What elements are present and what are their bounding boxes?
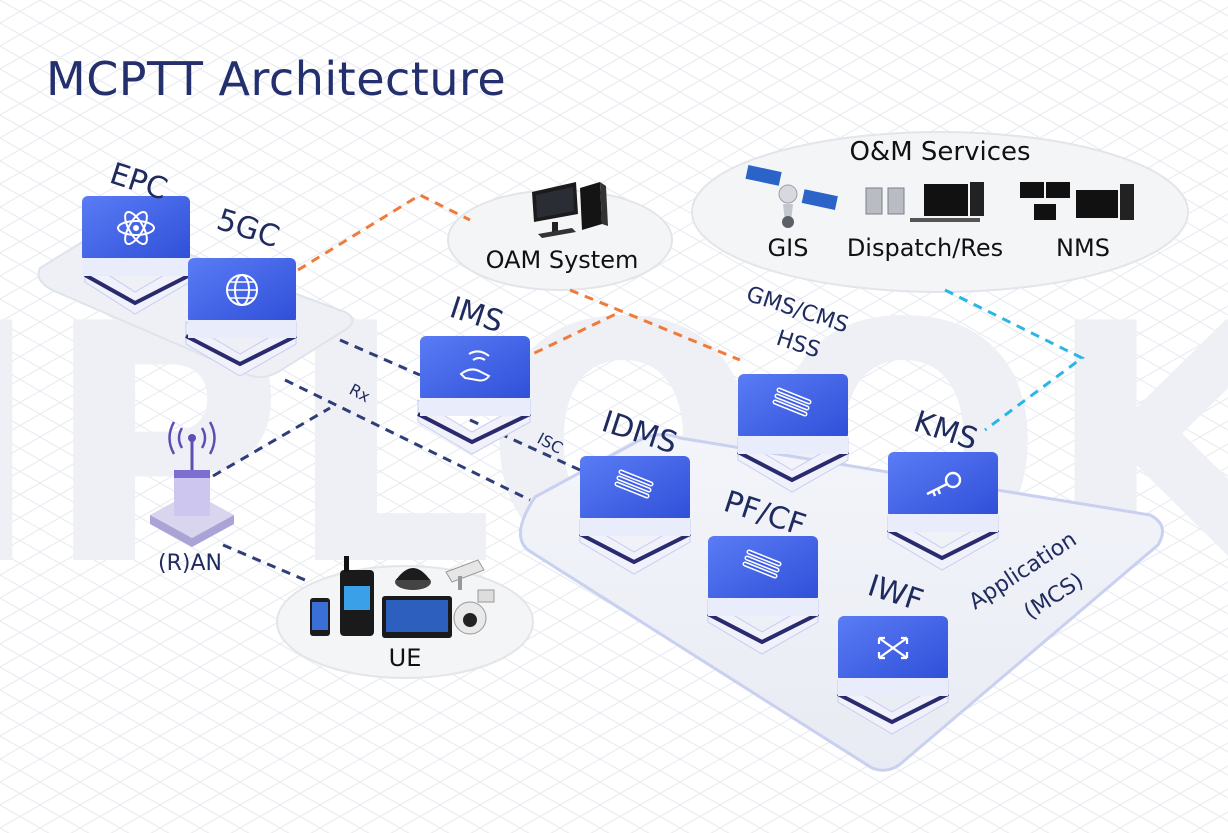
atom-icon	[117, 211, 155, 245]
satellite-icon	[745, 165, 838, 228]
node-kms: KMS	[887, 404, 999, 571]
desktop-computer-icon	[532, 182, 608, 238]
5gc-ims-link	[339, 338, 421, 377]
key-icon	[926, 471, 962, 497]
oam-system-label: OAM System	[486, 246, 639, 274]
idms-cylinders-icon	[614, 469, 654, 499]
tablet-device	[382, 596, 452, 638]
node-gms: GMS/CMS HSS	[737, 282, 851, 493]
om-item-nms-label: NMS	[1056, 234, 1110, 262]
ims-oam-link	[519, 310, 621, 362]
kms-om-link	[944, 288, 1085, 432]
ran-core-link	[212, 406, 331, 478]
ran-label: (R)AN	[158, 551, 222, 576]
ptt-radio-device	[340, 556, 374, 636]
monitors-icon	[1020, 182, 1134, 220]
ue-group: UE	[310, 556, 495, 672]
node-5gc: 5GC	[185, 202, 297, 377]
5gc-cube	[185, 258, 297, 377]
node-ims: IMS	[417, 290, 531, 455]
globe-icon	[226, 274, 258, 306]
signal-hand-icon	[459, 350, 491, 382]
om-services-title: O&M Services	[849, 137, 1030, 167]
dispatch-console-icon	[865, 182, 984, 222]
dome-camera-device	[395, 568, 431, 590]
pfcf-cylinders-icon	[742, 549, 782, 579]
om-item-dispatch-label: Dispatch/Res	[847, 234, 1003, 262]
rx-link	[284, 378, 531, 502]
ue-label: UE	[389, 644, 422, 672]
node-epc: EPC	[82, 156, 191, 315]
gms-cylinders-icon	[772, 387, 812, 417]
bullet-camera-device	[445, 559, 485, 590]
node-iwf: IWF	[837, 568, 949, 735]
oam-system-node: OAM System	[486, 182, 639, 274]
5gc-oam-link	[297, 193, 471, 272]
ran-node: (R)AN	[150, 421, 234, 576]
ims-cube	[417, 336, 531, 455]
om-services-group: O&M Services GIS Dispatch/Res	[745, 137, 1134, 262]
smartphone-device	[310, 598, 330, 636]
page-title: MCPTT Architecture	[46, 52, 507, 106]
om-item-gis-label: GIS	[768, 234, 809, 262]
arrows-cross-icon	[877, 636, 909, 660]
antenna-icon	[168, 421, 216, 470]
ptz-camera-device	[453, 589, 495, 635]
